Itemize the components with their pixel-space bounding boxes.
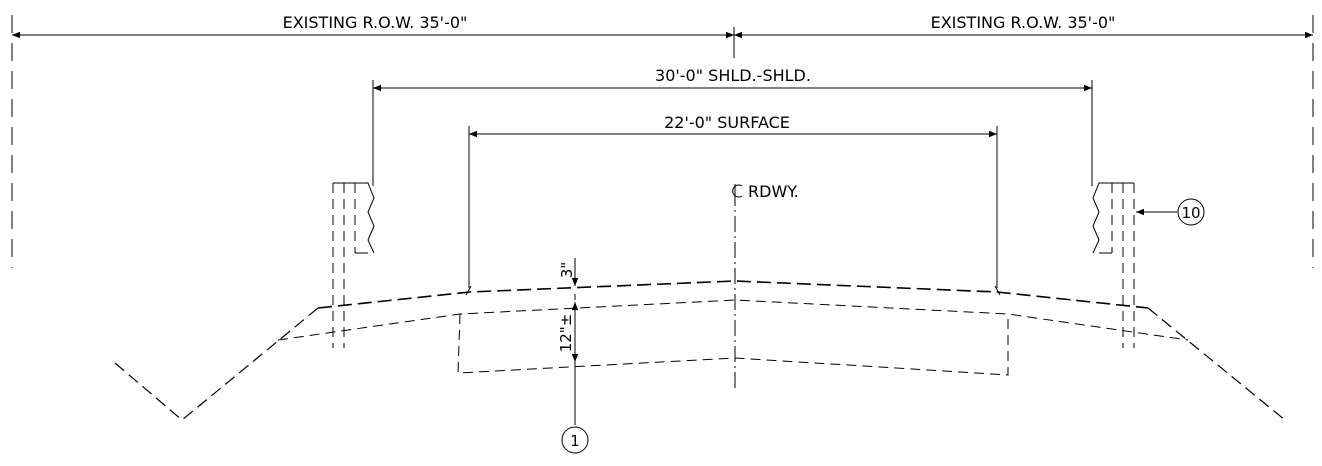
shoulder-label: 30'-0" SHLD.-SHLD.	[655, 66, 811, 85]
row-right-label: EXISTING R.O.W. 35'-0"	[931, 13, 1116, 32]
dim-12-label: 12"±	[557, 314, 575, 353]
guardrail-left	[332, 182, 375, 348]
base-course-box	[457, 313, 1009, 376]
callout-10-label: 10	[1181, 204, 1200, 222]
dim-3-label: 3"	[558, 262, 576, 278]
centerline-label: RDWY.	[748, 182, 799, 201]
surface-edge-tick-left	[465, 285, 472, 296]
surface-label: 22'-0" SURFACE	[664, 113, 790, 132]
finished-grade	[317, 280, 1149, 309]
callout-10-circle	[1177, 198, 1205, 226]
ditch-left	[114, 307, 319, 421]
row-left-label: EXISTING R.O.W. 35'-0"	[283, 13, 468, 32]
callout-1-label: 1	[570, 432, 580, 450]
callout-1-circle	[561, 426, 589, 454]
guardrail-right	[1092, 182, 1135, 348]
subgrade-line	[277, 299, 1189, 341]
slope-right	[1147, 307, 1286, 421]
centerline-symbol	[732, 184, 743, 200]
surface-edge-tick-right	[994, 285, 1001, 296]
